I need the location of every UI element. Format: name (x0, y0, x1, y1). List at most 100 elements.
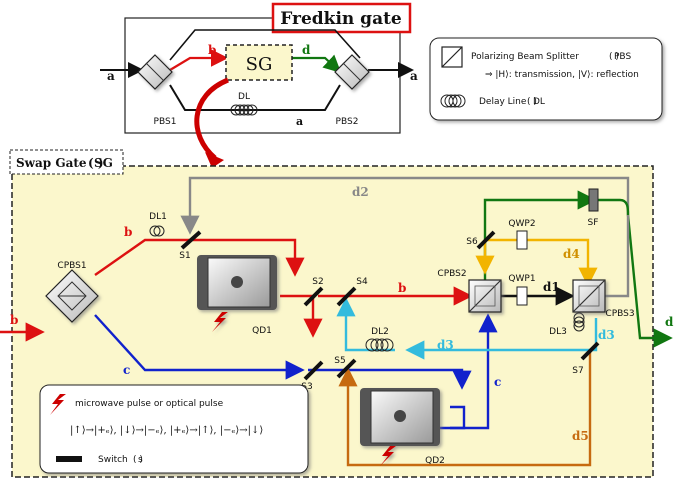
dl2-label: DL2 (371, 327, 389, 337)
input-a-label: a (107, 69, 115, 83)
qwp1-label: QWP1 (508, 274, 535, 284)
pbs2-label: PBS2 (336, 117, 359, 127)
c-label-1: c (123, 363, 130, 377)
switch-legend-text: Switch (98, 455, 128, 465)
s4-label: S4 (356, 277, 368, 287)
path-b-red-1 (94, 238, 305, 277)
output-a-label: a (410, 69, 418, 83)
c-label-2: c (494, 375, 501, 389)
dl2-coil-icon (365, 338, 394, 352)
path-c-blue-4 (430, 313, 498, 430)
dl-legend-abbr: DL (533, 97, 545, 107)
sf-label: SF (588, 218, 599, 228)
pbs2-icon (334, 54, 370, 90)
upper-bypass-wire (169, 29, 361, 61)
pulse-legend-text: microwave pulse or optical pulse (75, 399, 224, 409)
dl1-label: DL1 (149, 212, 167, 222)
switch-s2 (303, 286, 324, 307)
wire-dl-lower (169, 84, 341, 111)
s2-label: S2 (312, 277, 323, 287)
cpbs3-label: CPBS3 (605, 309, 634, 319)
b-label-2: b (398, 281, 406, 295)
switch-legend-paren: ( ) (133, 455, 143, 465)
d5-label: d5 (572, 429, 589, 443)
switch-s5 (336, 358, 357, 379)
path-d2-grey (180, 176, 630, 235)
d3-label-a: d3 (437, 338, 454, 352)
qd2-icon (360, 388, 440, 466)
switch-legend-abbr: s (138, 455, 143, 465)
page-title: Fredkin gate (280, 9, 402, 29)
legend-top: Polarizing Beam Splitter PBS ( ) ⇒ |H⟩: … (429, 37, 663, 121)
path-c-blue-1 (94, 314, 305, 380)
path-c-blue-2 (308, 368, 472, 390)
wire-d-green (292, 54, 342, 73)
switch-legend-icon (56, 456, 82, 462)
pbs-legend-desc: ⇒ |H⟩: transmission, |V⟩: reflection (485, 70, 639, 80)
dl-legend-icon (440, 94, 466, 108)
pbs-legend-abbr: PBS (614, 52, 631, 62)
dl-coil-icon (230, 104, 258, 116)
switch-s4 (336, 286, 357, 307)
d-label: d (302, 43, 311, 57)
switch-s3 (303, 360, 324, 381)
qwp2-label: QWP2 (508, 219, 535, 229)
cpbs1-label: CPBS1 (57, 261, 86, 271)
b-label-1: b (124, 225, 132, 239)
cpbs3-icon (572, 279, 606, 313)
dl3-label: DL3 (549, 327, 567, 337)
b-input-label: b (10, 313, 18, 327)
d1-label: d1 (543, 280, 560, 294)
fredkin-overview: Fredkin gate DL PBS1 PBS2 SG a a b d (100, 2, 418, 168)
swap-gate-abbr: ( ) (88, 156, 104, 170)
path-grey-cpbs3 (605, 215, 630, 298)
pbs1-label: PBS1 (154, 117, 177, 127)
legend-bottom: microwave pulse or optical pulse |↑⟩→|+ₑ… (39, 384, 309, 474)
qwp2-icon (516, 230, 528, 250)
d2-label: d2 (352, 185, 369, 199)
s1-label: S1 (179, 251, 190, 261)
cpbs2-icon (468, 279, 502, 313)
s3-label: S3 (301, 382, 312, 392)
title-box (271, 2, 412, 34)
dl-legend-paren: ( ) (527, 97, 537, 107)
pulse-icon (50, 394, 66, 415)
wire-b-red (169, 49, 229, 71)
qd1-label: QD1 (252, 326, 272, 336)
state-mapping-text: |↑⟩→|+ₑ⟩, |↓⟩→|−ₑ⟩, |+ₑ⟩→|↑⟩, |−ₑ⟩→|↓⟩ (70, 425, 263, 436)
d4-label: d4 (563, 247, 580, 261)
a-lower-label: a (296, 115, 303, 128)
switch-s6 (476, 230, 496, 250)
cpbs1-icon (45, 269, 99, 323)
dl3-coil-icon (573, 312, 585, 332)
qd2-label: QD2 (425, 456, 445, 466)
b-label: b (208, 43, 216, 57)
pbs-legend-title: Polarizing Beam Splitter (471, 52, 579, 62)
dl-label: DL (238, 92, 250, 102)
dl1-coil-icon (149, 225, 165, 237)
s6-label: S6 (466, 237, 478, 247)
qd1-icon (197, 255, 277, 332)
switch-s1 (180, 230, 202, 250)
qwp1-icon (516, 286, 528, 306)
sg-box (225, 44, 293, 81)
swap-gate-title: Swap Gate (16, 156, 87, 170)
switch-s7 (580, 341, 600, 361)
path-green-right (598, 198, 673, 348)
path-d5-orange (338, 350, 592, 467)
s5-label: S5 (334, 356, 345, 366)
pbs-legend-paren: ( ) (609, 52, 619, 62)
swap-gate-abbr-text: SG (94, 156, 113, 170)
dl-legend-title: Delay Line (479, 97, 527, 107)
d3-label-b: d3 (598, 328, 615, 342)
swap-title-box (9, 149, 124, 175)
cpbs2-label: CPBS2 (437, 269, 466, 279)
zoom-arrow-head (205, 152, 224, 168)
d-output-label: d (665, 315, 674, 329)
zoom-arrow-icon (194, 77, 229, 160)
sf-icon (588, 188, 599, 212)
sg-label: SG (246, 54, 273, 75)
pbs1-icon (137, 54, 173, 90)
s7-label: S7 (572, 366, 583, 376)
